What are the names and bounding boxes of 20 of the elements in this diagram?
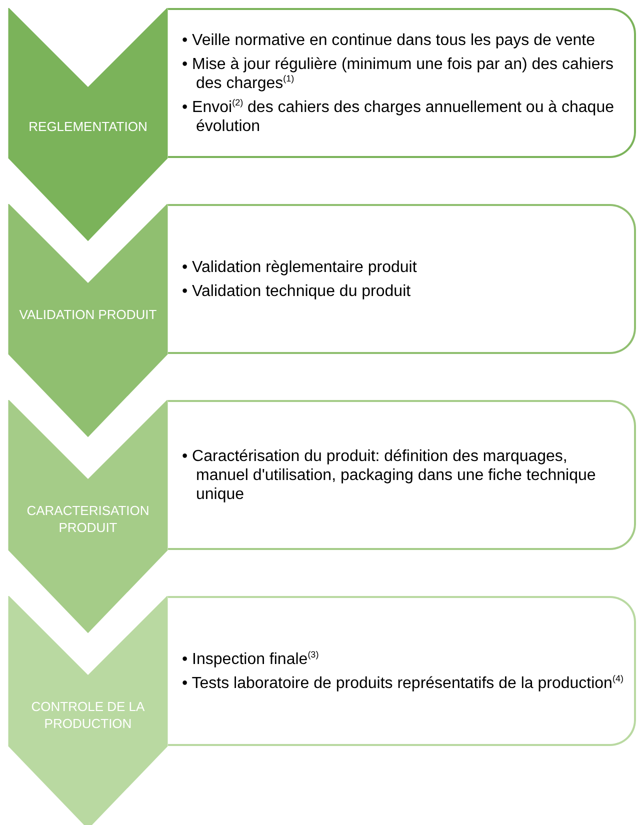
chevron-shape bbox=[8, 8, 168, 242]
step-title: REGLEMENTATION bbox=[28, 118, 148, 135]
bullet-item: • Validation règlementaire produit bbox=[182, 258, 418, 276]
bullet-item: • Mise à jour régulière (minimum une fois par an) des cahiers des charges$^{(1)}$ bbox=[182, 54, 615, 92]
step-title: VALIDATION PRODUIT bbox=[18, 306, 158, 323]
step-title: CONTROLE DE LA PRODUCTION bbox=[30, 698, 146, 732]
bullet-item: • Veille normative en continue dans tous les pays de vente bbox=[182, 30, 596, 50]
bullet-item: • Inspection finale$^{(3)}$ bbox=[182, 650, 320, 668]
bullet-item: • Envoi$^{(2)}$ des cahiers des charges annuellement ou à chaque évolution bbox=[182, 98, 615, 136]
text-panel bbox=[168, 8, 636, 158]
bullet-item: • Caractérisation du produit: définition des marquages, manuel d'utilisation, packaging dans une fiche technique unique bbox=[182, 446, 597, 504]
text-panel bbox=[168, 596, 636, 746]
chevron-shape bbox=[8, 596, 168, 825]
text-panel bbox=[168, 400, 636, 550]
chevron-shape bbox=[8, 204, 168, 438]
text-panel bbox=[168, 204, 636, 354]
bullet-item: • Tests laboratoire de produits représentatifs de la production$^{(4)}$ bbox=[182, 674, 624, 692]
step-title: CARACTERISATION PRODUIT bbox=[26, 502, 150, 536]
bullet-item: • Validation technique du produit bbox=[182, 282, 412, 300]
chevron-shape bbox=[8, 400, 168, 634]
